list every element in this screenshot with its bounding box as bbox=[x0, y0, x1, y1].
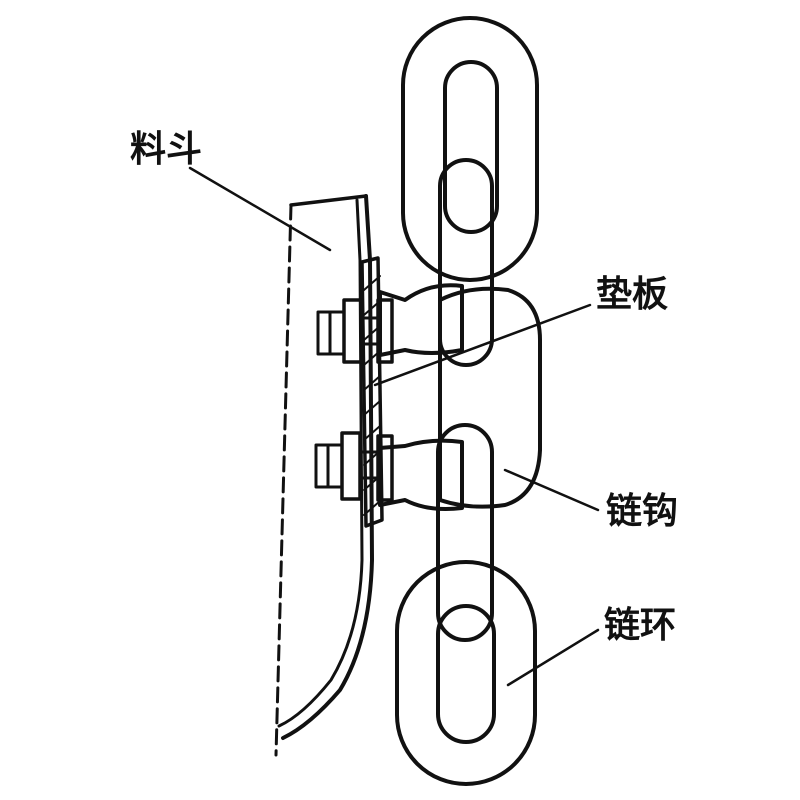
label-hopper: 料斗 bbox=[130, 129, 203, 170]
leader-chain-hook bbox=[503, 468, 600, 512]
leader-hopper bbox=[188, 166, 332, 252]
upper-bolt bbox=[316, 298, 394, 364]
chain-hook bbox=[378, 158, 542, 642]
hopper-outer-wall bbox=[281, 194, 374, 740]
leader-chain-link bbox=[506, 628, 600, 687]
hopper-inner-wall bbox=[277, 198, 364, 728]
hopper-dashed-edge bbox=[274, 203, 293, 757]
hopper-top-edge bbox=[289, 194, 368, 207]
upper-chain-link bbox=[401, 16, 539, 282]
label-chain-hook: 链钩 bbox=[606, 491, 679, 532]
leader-pad-plate bbox=[373, 303, 592, 387]
hopper bbox=[274, 194, 374, 757]
lower-bolt bbox=[314, 431, 394, 502]
label-pad-plate: 垫板 bbox=[596, 274, 669, 315]
lower-chain-link bbox=[395, 560, 537, 786]
leader-lines bbox=[188, 166, 600, 687]
label-chain-link: 链环 bbox=[604, 605, 677, 646]
